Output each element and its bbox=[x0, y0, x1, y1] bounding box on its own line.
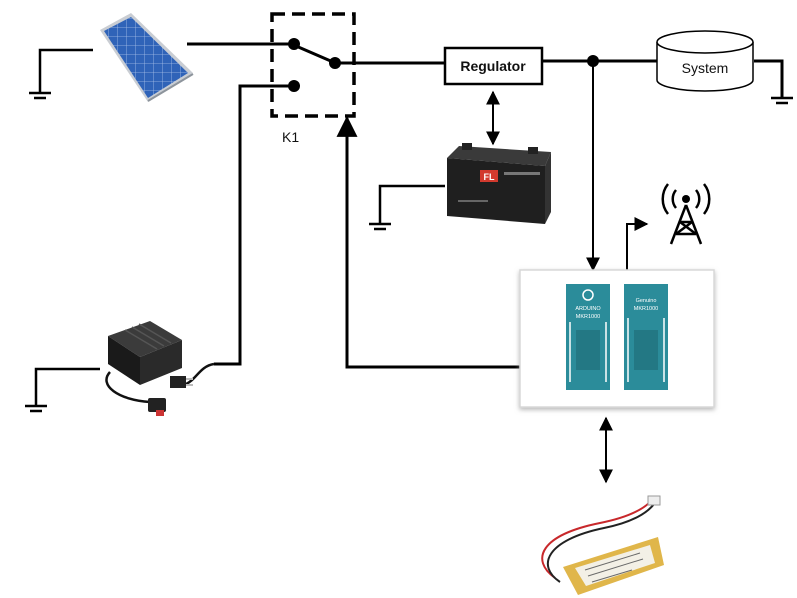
switch-k1-box bbox=[270, 12, 356, 118]
wire-system-ground bbox=[754, 59, 784, 98]
battery-brand: FL bbox=[484, 172, 495, 182]
arduino-board-right: Genuino MKR1000 bbox=[624, 284, 668, 390]
arduino-left-brand: ARDUINO bbox=[575, 306, 601, 312]
wire-junction-dot bbox=[587, 55, 599, 67]
ground-icon bbox=[25, 367, 100, 413]
regulator-label: Regulator bbox=[460, 58, 526, 74]
ground-icon bbox=[369, 184, 445, 231]
arduino-right-brand: Genuino bbox=[636, 298, 657, 304]
switch-contact-adapter bbox=[288, 80, 300, 92]
power-adapter-icon bbox=[105, 321, 215, 416]
ground-icon bbox=[29, 48, 93, 100]
regulator-box bbox=[443, 46, 544, 86]
arduino-right-model: MKR1000 bbox=[634, 306, 658, 312]
solar-panel-icon bbox=[100, 13, 194, 102]
arduino-board: ARDUINO MKR1000 Genuino MKR1000 bbox=[519, 269, 715, 408]
battery-logo bbox=[480, 170, 498, 182]
switch-k1: K1 bbox=[270, 12, 356, 145]
antenna-tower-icon bbox=[661, 183, 711, 245]
arduino-right-pins bbox=[627, 318, 665, 382]
arrow-arduino-to-antenna bbox=[626, 217, 649, 270]
arduino-board-frame bbox=[519, 269, 715, 408]
arduino-left-pins bbox=[569, 322, 607, 382]
arduino-board-left: ARDUINO MKR1000 bbox=[566, 284, 610, 390]
wire-control-to-switch bbox=[336, 115, 520, 369]
switch-label: K1 bbox=[282, 129, 299, 145]
arduino-left-model: MKR1000 bbox=[576, 314, 600, 320]
switch-contact-common bbox=[329, 57, 341, 69]
lipo-battery-icon bbox=[541, 495, 664, 595]
battery-icon: FL bbox=[447, 143, 551, 224]
ground-icon bbox=[771, 96, 793, 105]
regulator-block: Regulator bbox=[443, 46, 544, 86]
switch-lever bbox=[295, 44, 334, 64]
system-label: System bbox=[682, 60, 729, 76]
system-block: System bbox=[656, 30, 754, 92]
wire-adapter-to-switch bbox=[214, 84, 293, 366]
ground-symbols bbox=[25, 48, 793, 413]
